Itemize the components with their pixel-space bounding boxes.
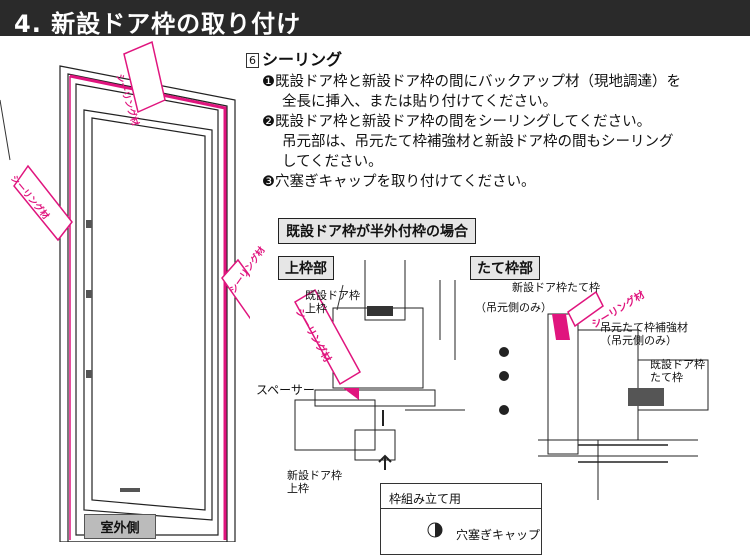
reinforce-label: 吊元たて枠補強材 [600, 321, 688, 334]
existing-frame-label: 上枠 [305, 302, 327, 315]
outside-label: 室外側 [84, 514, 156, 539]
hole-cap-icon [427, 522, 443, 538]
side-frame-diagram [499, 290, 709, 500]
instruction-line: してください。 [282, 154, 383, 170]
side-frame-label: たて枠部 [470, 256, 540, 280]
existing-side-frame-label: たて枠 [650, 371, 683, 384]
frame-assembly-title: 枠組み立て用 [389, 492, 462, 506]
new-side-frame-label: 新設ドア枠たて枠 [512, 281, 600, 294]
step-number-box: 6 [246, 53, 259, 68]
top-frame-label: 上枠部 [278, 256, 334, 280]
new-frame-label: 新設ドア枠 [287, 469, 342, 482]
spacer-label: スペーサー [256, 383, 315, 397]
hinge-side-only-label: （吊元側のみ） [475, 301, 552, 314]
hole-cap-label: 穴塞ぎキャップ [456, 528, 541, 542]
new-frame-label: 上枠 [287, 482, 309, 495]
instruction-list: ❶既設ドア枠と新設ドア枠の間にバックアップ材（現地調達）を 全長に挿入、または貼… [262, 72, 742, 192]
instruction-line: ❷既設ドア枠と新設ドア枠の間をシーリングしてください。 [262, 114, 652, 130]
page-title: 4. 新設ドア枠の取り付け [14, 10, 302, 38]
instruction-line: ❸穴塞ぎキャップを取り付けてください。 [262, 174, 536, 190]
door-frame-illustration [0, 40, 250, 542]
top-frame-diagram [293, 260, 465, 470]
hinge-side-only-label: （吊元側のみ） [600, 334, 677, 347]
instruction-line: ❶既設ドア枠と新設ドア枠の間にバックアップ材（現地調達）を [262, 74, 681, 90]
existing-side-frame-label: 既設ドア枠 [650, 358, 705, 371]
existing-frame-label: 既設ドア枠 [305, 289, 360, 302]
instruction-line: 全長に挿入、または貼り付けてください。 [282, 94, 558, 110]
step-title: シーリング [262, 50, 343, 69]
case-label: 既設ドア枠が半外付枠の場合 [278, 218, 476, 244]
instruction-line: 吊元部は、吊元たて枠補強材と新設ドア枠の間もシーリング [282, 134, 674, 150]
frame-assembly-box: 枠組み立て用 穴塞ぎキャップ [380, 483, 542, 555]
section-header: 4. 新設ドア枠の取り付け [0, 0, 750, 38]
